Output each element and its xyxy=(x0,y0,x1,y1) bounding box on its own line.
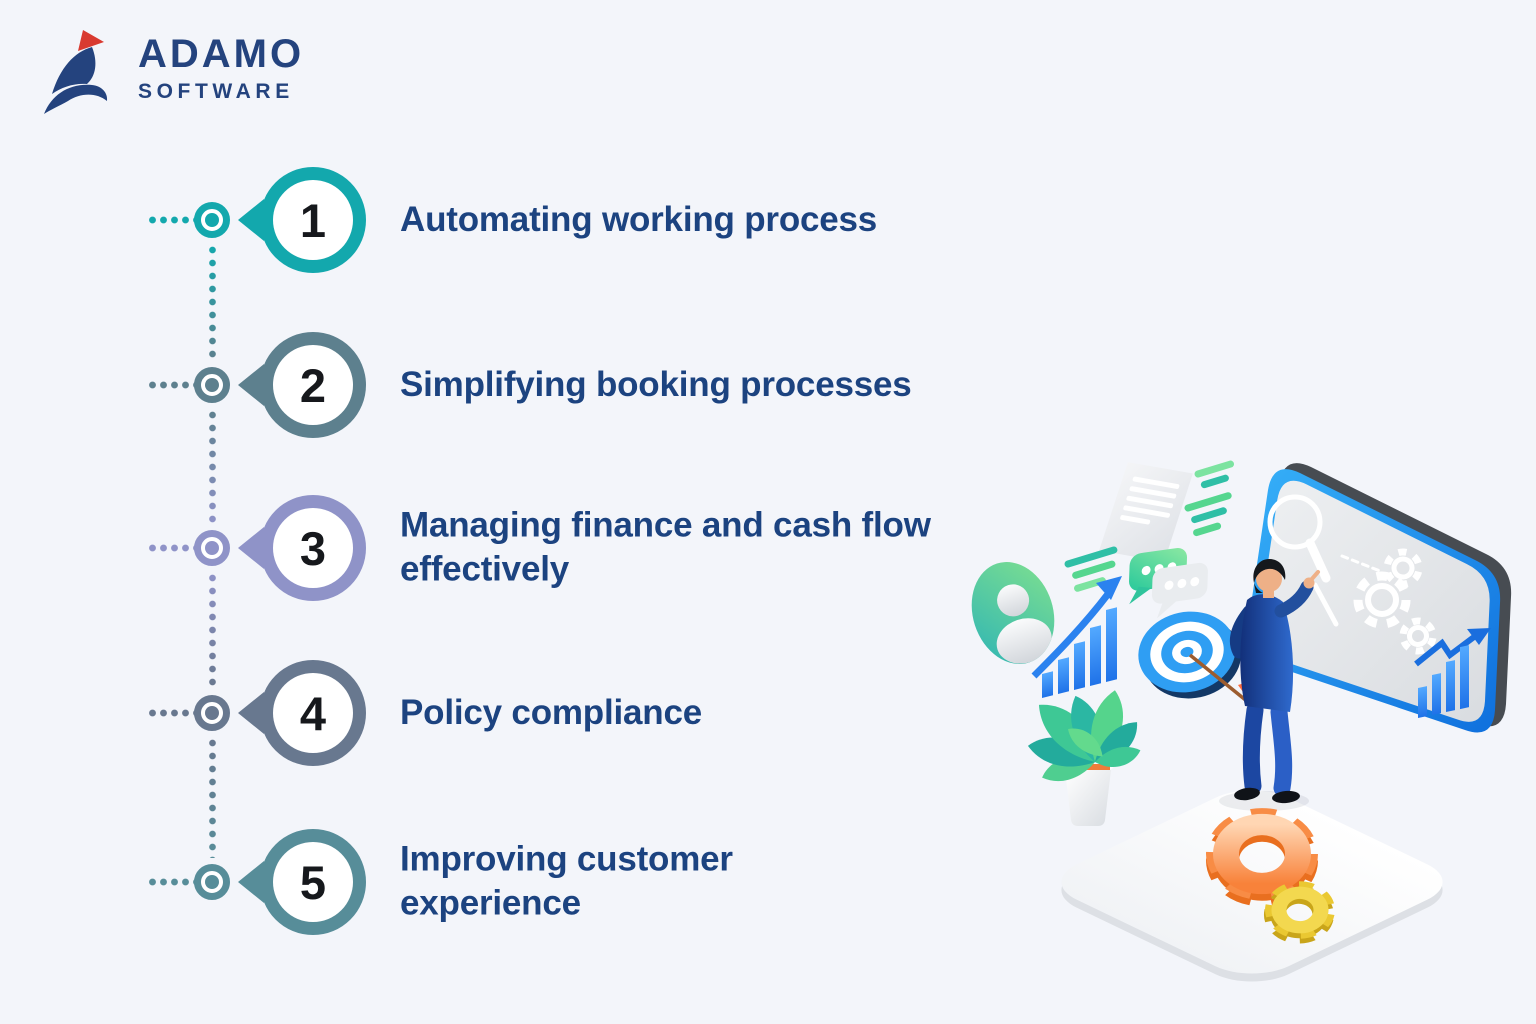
step-number: 5 xyxy=(273,842,353,922)
dotted-connector-vertical xyxy=(208,737,217,858)
timeline-item-2: 2 Simplifying booking processes xyxy=(140,320,1120,450)
step-title: Automating working process xyxy=(400,199,878,239)
timeline-item-3: 3 Managing finance and cash flow effecti… xyxy=(140,483,1120,613)
adamo-logo-icon xyxy=(44,30,108,114)
chat-bubbles-icon xyxy=(1129,547,1208,619)
logo-sub-text: SOFTWARE xyxy=(138,80,294,103)
dotted-connector-vertical xyxy=(208,572,217,689)
plant-icon xyxy=(1027,690,1141,826)
step-title: Simplifying booking processes xyxy=(400,364,912,404)
timeline-node-icon xyxy=(194,864,230,900)
dotted-line-horizontal xyxy=(148,543,202,553)
step-number-badge: 5 xyxy=(260,829,366,935)
step-number: 2 xyxy=(273,345,353,425)
orange-gear-icon xyxy=(1206,808,1318,907)
person-presenter xyxy=(1219,559,1339,811)
step-title: Policy compliance xyxy=(400,692,702,732)
step-title: Improving customer experience xyxy=(400,839,733,923)
step-number-badge: 2 xyxy=(260,332,366,438)
step-number-badge: 4 xyxy=(260,660,366,766)
speed-lines-icon xyxy=(1064,460,1235,592)
timeline-item-1: 1 Automating working process xyxy=(140,155,1120,285)
isometric-illustration xyxy=(971,460,1512,982)
growth-arrow-icon xyxy=(1031,576,1122,679)
document-icon xyxy=(1099,462,1193,562)
timeline-node-icon xyxy=(194,530,230,566)
timeline-item-5: 5 Improving customer experience xyxy=(140,817,1120,947)
dotted-connector-vertical xyxy=(208,409,217,524)
dotted-line-horizontal xyxy=(148,877,202,887)
dotted-line-horizontal xyxy=(148,380,202,390)
presentation-board xyxy=(1247,463,1512,733)
step-number-badge: 1 xyxy=(260,167,366,273)
step-number: 4 xyxy=(273,673,353,753)
growth-bar-chart-icon xyxy=(1031,576,1122,698)
board-bar-chart-icon xyxy=(1418,645,1469,718)
step-number: 3 xyxy=(273,508,353,588)
dotted-line-horizontal xyxy=(148,708,202,718)
timeline-node-icon xyxy=(194,202,230,238)
logo-brand-text: ADAMO xyxy=(138,32,305,76)
timeline-node-icon xyxy=(194,367,230,403)
step-title: Managing finance and cash flow effective… xyxy=(400,505,931,589)
dotted-line-horizontal xyxy=(148,215,202,225)
timeline-item-4: 4 Policy compliance xyxy=(140,648,1120,778)
timeline-node-icon xyxy=(194,695,230,731)
avatar-icon xyxy=(971,562,1055,664)
dotted-connector-vertical xyxy=(208,244,217,361)
step-number-badge: 3 xyxy=(260,495,366,601)
step-number: 1 xyxy=(273,180,353,260)
logo: ADAMO SOFTWARE xyxy=(36,22,304,114)
magnifier-icon xyxy=(1267,494,1382,583)
board-trend-arrow-icon xyxy=(1414,628,1491,667)
target-dart-icon xyxy=(1138,611,1263,710)
